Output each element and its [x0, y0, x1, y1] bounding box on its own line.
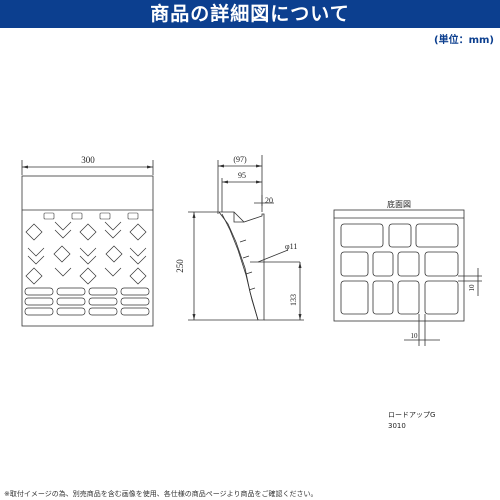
side-view	[188, 155, 304, 321]
front-height-dim: 250	[175, 259, 185, 273]
product-info: ロードアップG 3010	[388, 410, 435, 432]
bottom-bottom-dim: 10	[411, 332, 419, 340]
front-width-dim: 300	[81, 155, 95, 165]
side-depth-dim: 95	[238, 171, 246, 180]
side-step-dim: 20	[265, 196, 273, 205]
unit-label: (単位：mm)	[434, 35, 494, 46]
bottom-view-title: 底面図	[387, 199, 411, 209]
bottom-view	[333, 209, 482, 346]
product-name: ロードアップG	[388, 411, 436, 419]
footer-note: ※取付イメージの為、別売商品を含む画像を使用、各仕様の商品ページより商品をご確認…	[4, 490, 318, 498]
side-top-dim: (97)	[233, 155, 247, 164]
page-title: 商品の詳細図について	[150, 3, 350, 25]
bottom-right-dim: 10	[468, 284, 476, 292]
front-view	[21, 160, 154, 327]
side-diameter-dim: φ11	[285, 242, 297, 251]
header-bar: 商品の詳細図について	[0, 0, 500, 28]
product-code: 3010	[388, 422, 406, 430]
side-hole-height-dim: 133	[289, 294, 298, 306]
